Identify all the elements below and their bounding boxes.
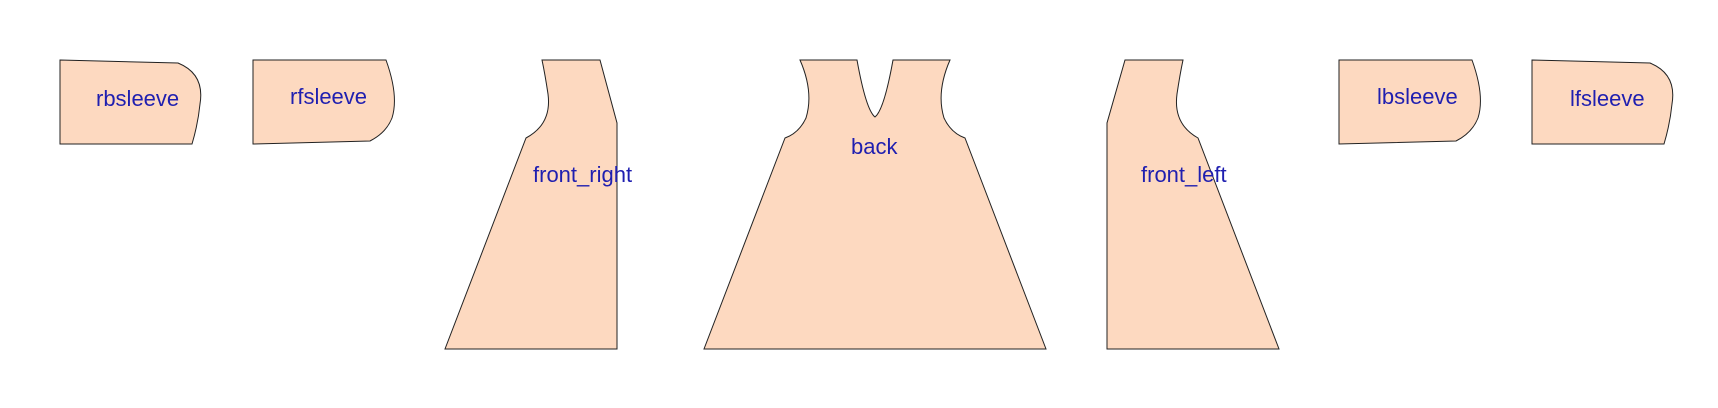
piece-rbsleeve[interactable]: rbsleeve: [59, 59, 202, 145]
piece-front-left[interactable]: front_left: [1106, 59, 1280, 350]
label-lfsleeve: lfsleeve: [1570, 86, 1645, 111]
label-rfsleeve: rfsleeve: [290, 84, 367, 109]
piece-front-right[interactable]: front_right: [444, 59, 632, 350]
label-front-right: front_right: [533, 162, 632, 187]
piece-lfsleeve[interactable]: lfsleeve: [1531, 59, 1674, 145]
piece-lbsleeve[interactable]: lbsleeve: [1338, 59, 1481, 145]
piece-back[interactable]: back: [703, 59, 1047, 350]
piece-rfsleeve[interactable]: rfsleeve: [252, 59, 395, 145]
label-front-left: front_left: [1141, 162, 1227, 187]
label-rbsleeve: rbsleeve: [96, 86, 179, 111]
label-back: back: [851, 134, 898, 159]
label-lbsleeve: lbsleeve: [1377, 84, 1458, 109]
